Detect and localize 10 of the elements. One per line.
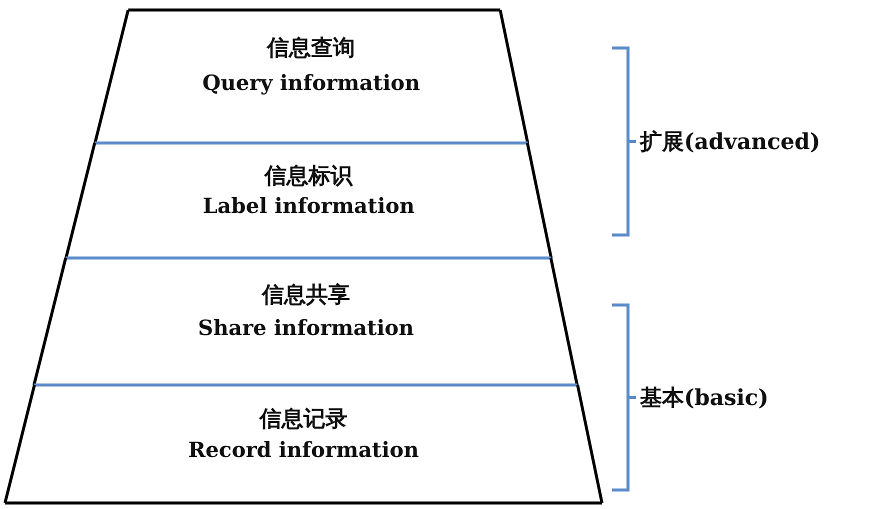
layer-subtitle: Query information [201,70,421,96]
layer-title: 信息共享 [260,280,351,310]
group-label: 扩展(advanced) [640,128,820,156]
layer-subtitle: Label information [202,193,416,218]
layer-title: 信息记录 [258,405,348,434]
layer-title: 信息标识 [262,162,354,192]
group-label: 基本(basic) [640,384,769,412]
layer-subtitle: Share information [197,315,415,340]
layer-title: 信息查询 [265,34,356,64]
layer-subtitle: Record information [187,437,420,462]
